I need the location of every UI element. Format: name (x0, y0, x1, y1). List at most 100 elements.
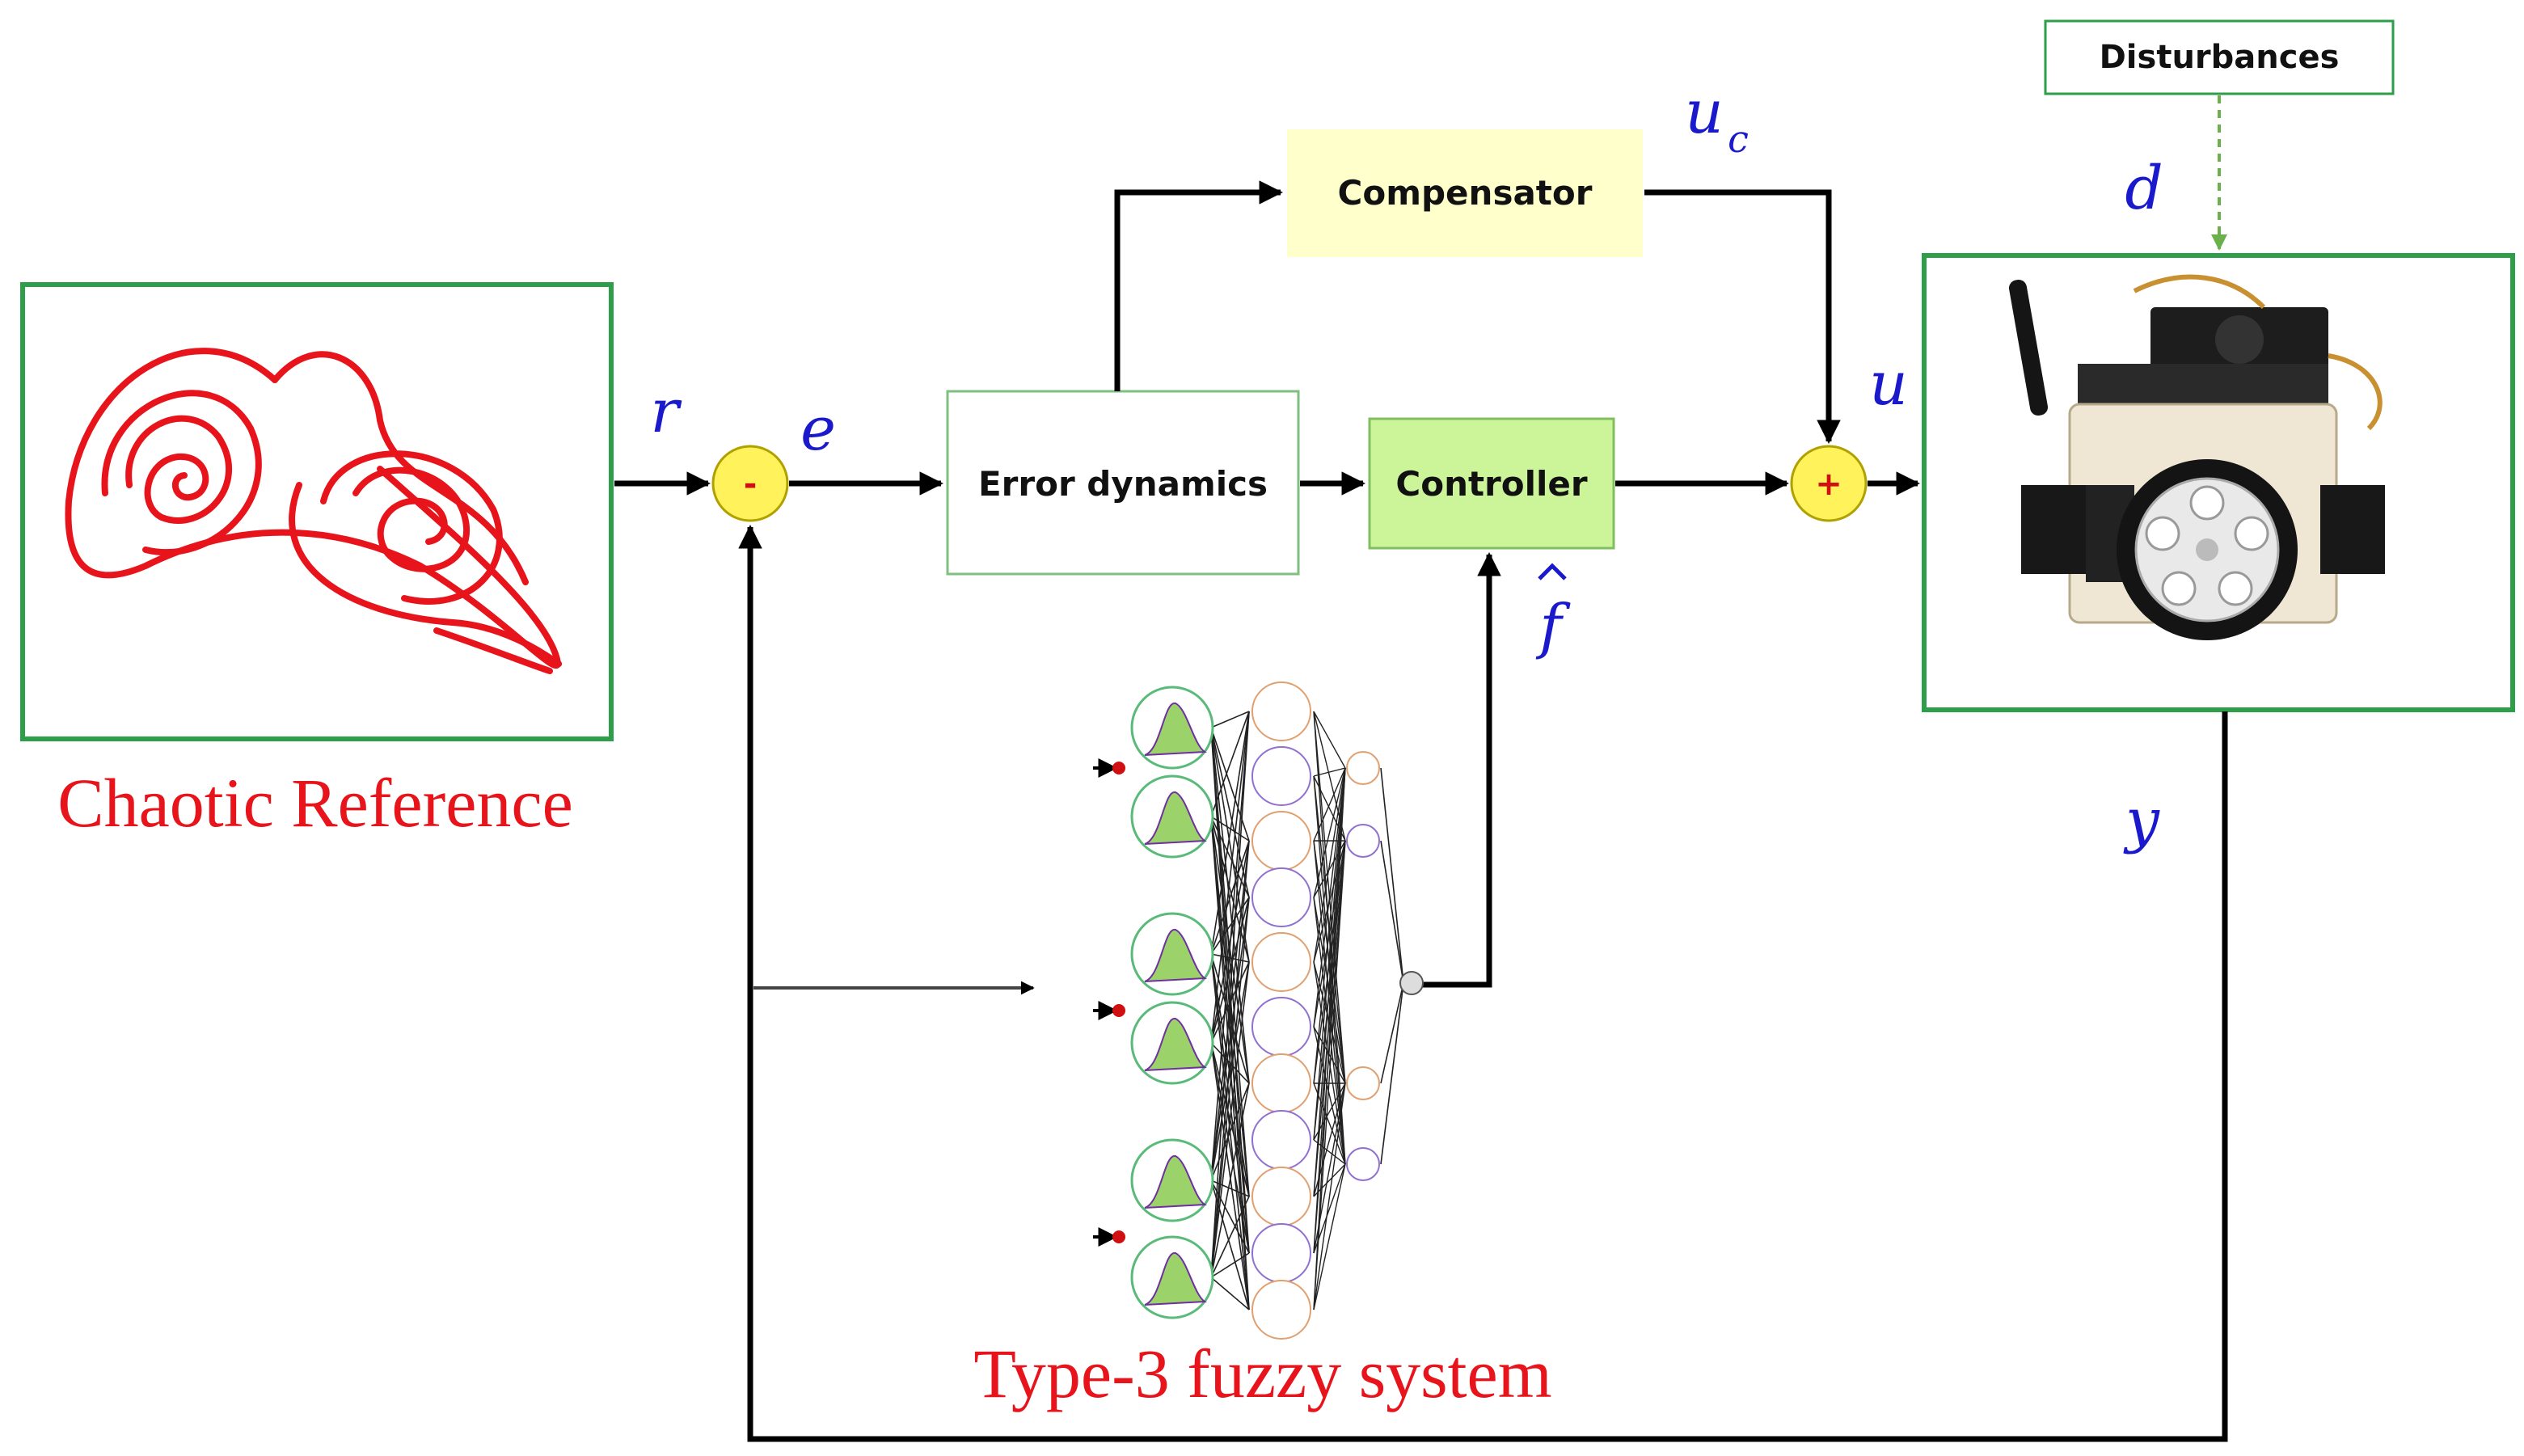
compensator-label: Compensator (1338, 173, 1593, 213)
membership-curve (1144, 1155, 1207, 1209)
fuzzy-link (1210, 840, 1250, 1278)
signal-u-c-base: u (1685, 78, 1724, 147)
fuzzy-link (1313, 767, 1346, 1028)
fuzzy-link (1313, 1026, 1346, 1165)
minus-sign: - (744, 466, 758, 503)
fuzzy-link (1380, 982, 1404, 1084)
fuzzy-link (1380, 840, 1404, 984)
fuzzy-link (1210, 897, 1250, 1181)
norm-node (1346, 824, 1380, 858)
fuzzy-link (1313, 767, 1346, 1310)
error-dynamics-block: Error dynamics (946, 390, 1300, 576)
membership-curve (1144, 703, 1207, 756)
signal-y: y (2123, 786, 2160, 855)
robot-icon (2008, 274, 2385, 640)
fuzzy-link (1313, 767, 1346, 1084)
output-node (1399, 971, 1424, 995)
fuzzy-link (1210, 953, 1250, 1084)
fuzzy-link (1313, 767, 1346, 842)
fuzzy-link (1210, 711, 1250, 1044)
membership-curve (1144, 1252, 1207, 1306)
signal-e: e (800, 395, 836, 464)
fuzzy-link (1210, 897, 1250, 1278)
fuzzy-input-node (1112, 1004, 1125, 1017)
error-dynamics-label: Error dynamics (978, 464, 1268, 504)
fuzzy-network-icon (1093, 682, 1424, 1340)
fuzzy-link (1210, 1196, 1250, 1278)
fuzzy-link (1313, 840, 1346, 1028)
fuzzy-link (1210, 961, 1250, 1278)
fuzzy-link (1210, 711, 1250, 1278)
fuzzy-link (1210, 727, 1250, 1084)
rule-node (1251, 997, 1311, 1057)
controller-block: Controller (1368, 417, 1615, 550)
fuzzy-link (1313, 767, 1346, 777)
fuzzy-link (1210, 1042, 1250, 1254)
fuzzy-link (1313, 767, 1346, 963)
plus-sign: + (1815, 466, 1842, 503)
signal-u-c: u c (1685, 78, 1749, 161)
disturbances-label: Disturbances (2100, 39, 2340, 76)
fuzzy-link (1210, 961, 1250, 1181)
rule-node (1251, 1223, 1311, 1283)
disturbances-block: Disturbances (2044, 19, 2395, 95)
fuzzy-link (1210, 1277, 1250, 1310)
norm-node (1346, 1147, 1380, 1181)
fuzzy-link (1380, 767, 1404, 984)
fuzzy-link (1313, 1163, 1346, 1310)
fuzzy-link (1210, 1083, 1250, 1181)
fuzzy-link (1380, 982, 1404, 1165)
controller-label: Controller (1395, 464, 1588, 504)
signal-d: d (2125, 154, 2163, 223)
chaotic-attractor-icon (65, 348, 563, 674)
fuzzy-link (1313, 767, 1346, 1197)
fuzzy-link (1210, 711, 1250, 817)
rule-node (1251, 682, 1311, 741)
membership-curve (1144, 1018, 1207, 1071)
membership-curve (1144, 929, 1207, 982)
signal-r: r (650, 377, 682, 446)
signal-u: u (1869, 349, 1908, 419)
hat-accent (1538, 563, 1567, 580)
rule-node (1251, 1110, 1311, 1170)
fuzzy-link (1210, 711, 1250, 955)
fuzzy-link (1313, 767, 1346, 898)
fuzzy-link (1210, 840, 1250, 1181)
plus-summer: + (1790, 445, 1868, 522)
fuzzy-link (1313, 1083, 1346, 1310)
compensator-block: Compensator (1287, 129, 1643, 257)
reference-caption: Chaotic Reference (57, 764, 572, 842)
rule-node (1251, 867, 1311, 927)
fuzzy-link (1313, 840, 1346, 1310)
rule-node (1251, 1053, 1311, 1113)
signal-f-hat: f (1535, 563, 1571, 661)
rule-node (1251, 746, 1311, 806)
fuzzy-input-node (1112, 762, 1125, 774)
fuzzy-caption: Type-3 fuzzy system (973, 1335, 1551, 1412)
fuzzy-link (1210, 816, 1250, 898)
rule-node (1251, 811, 1311, 871)
fuzzy-link (1313, 840, 1346, 1084)
fuzzy-link (1210, 727, 1250, 842)
fuzzy-link (1210, 1252, 1250, 1278)
plant-block (1922, 253, 2515, 712)
fuzzy-link (1210, 711, 1250, 728)
fuzzy-input-node (1112, 1230, 1125, 1243)
signal-u-c-sub: c (1728, 117, 1749, 161)
fuzzy-link (1210, 953, 1250, 1254)
fuzzy-link (1210, 897, 1250, 1044)
fuzzy-link (1210, 1083, 1250, 1278)
chaotic-reference-block (20, 282, 614, 741)
fuzzy-link (1210, 840, 1250, 955)
norm-node (1346, 751, 1380, 785)
rule-node (1251, 932, 1311, 992)
signal-lines (614, 180, 2228, 1442)
norm-node (1346, 1066, 1380, 1100)
membership-curve (1144, 791, 1207, 845)
signal-f: f (1535, 592, 1571, 661)
fuzzy-link (1313, 1139, 1346, 1165)
fuzzy-link (1210, 1042, 1250, 1310)
fuzzy-link (1313, 840, 1346, 1141)
fuzzy-link (1210, 711, 1250, 1181)
